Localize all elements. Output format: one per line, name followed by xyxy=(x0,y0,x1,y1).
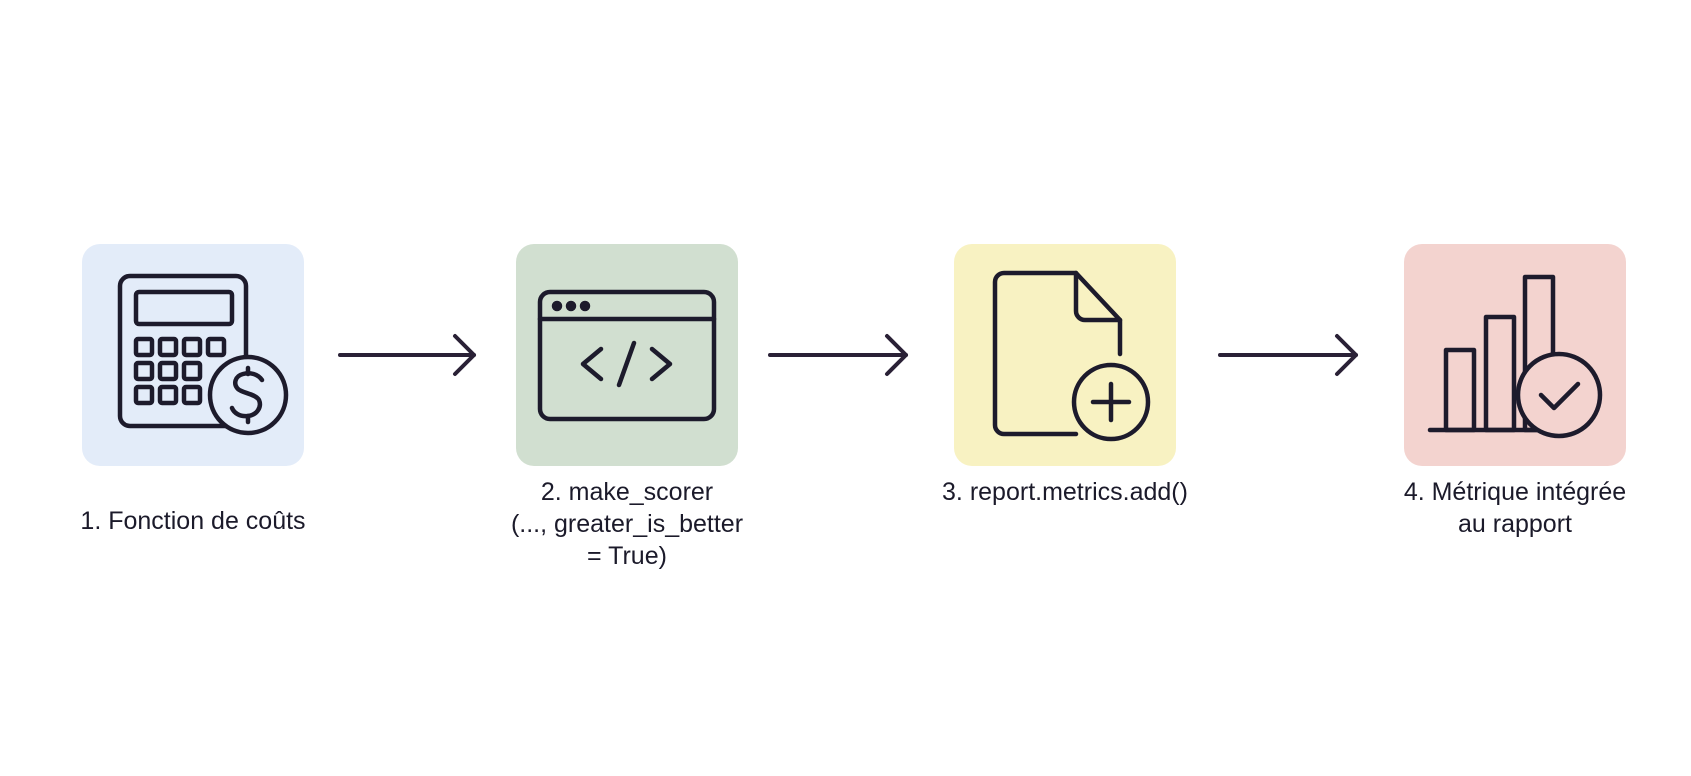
step-2-tile xyxy=(516,244,738,466)
code-window-icon xyxy=(537,289,717,422)
step-3-label: 3. report.metrics.add() xyxy=(942,478,1188,506)
calculator-dollar-icon xyxy=(117,273,289,436)
arrow-connector-1 xyxy=(338,330,480,380)
step-1: 1. Fonction de coûts xyxy=(30,0,330,776)
step-1-label: 1. Fonction de coûts xyxy=(80,507,306,535)
step-4-label: 4. Métrique intégrée au rapport xyxy=(1403,478,1627,538)
step-2-label: 2. make_scorer (..., greater_is_better =… xyxy=(510,478,744,570)
step-4-tile xyxy=(1404,244,1626,466)
step-4: 4. Métrique intégrée au rapport xyxy=(1354,0,1654,776)
step-1-tile xyxy=(82,244,304,466)
arrow-connector-3 xyxy=(1218,330,1362,380)
step-3: 3. report.metrics.add() xyxy=(904,0,1204,776)
step-3-tile xyxy=(954,244,1176,466)
document-add-icon xyxy=(992,270,1151,442)
bar-chart-check-icon xyxy=(1427,274,1603,439)
arrow-connector-2 xyxy=(768,330,912,380)
step-2: 2. make_scorer (..., greater_is_better =… xyxy=(466,0,766,776)
